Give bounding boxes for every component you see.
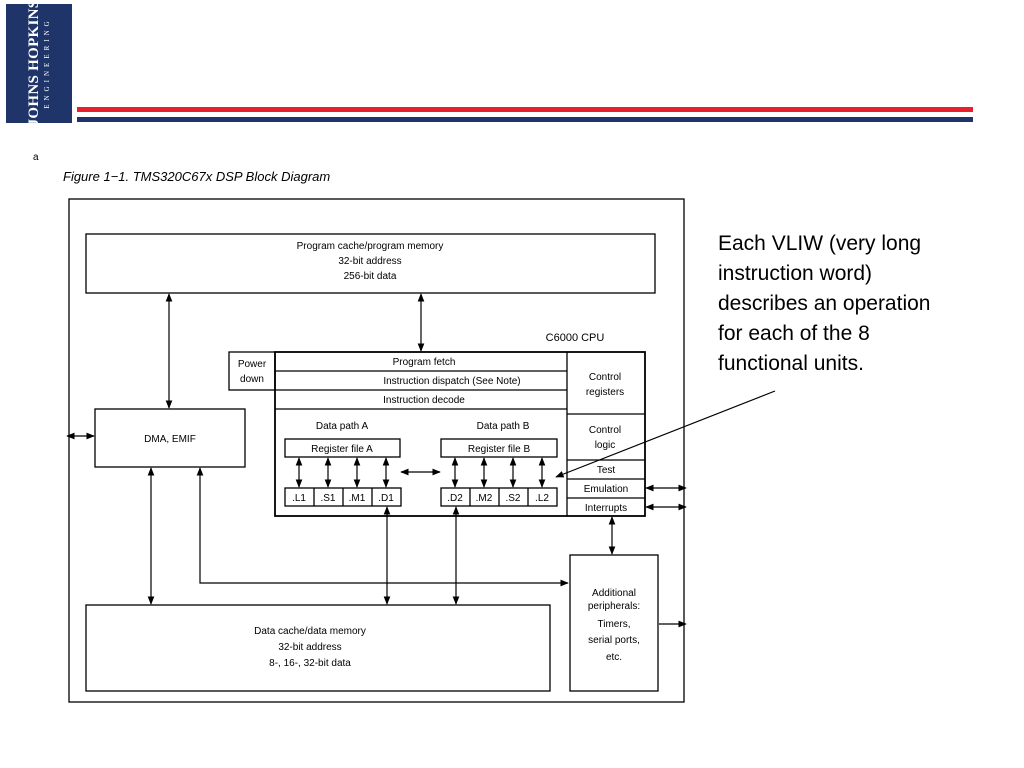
test-label: Test	[597, 465, 616, 476]
control-logic-line-2: logic	[595, 440, 616, 451]
instruction-dispatch-label: Instruction dispatch (See Note)	[383, 376, 520, 387]
outer-frame	[68, 198, 685, 703]
data-path-b-label: Data path B	[477, 421, 530, 432]
dma-emif-label: DMA, EMIF	[144, 434, 196, 445]
data-path-a-label: Data path A	[316, 421, 369, 432]
register-file-a-box	[284, 438, 401, 458]
emulation-label: Emulation	[584, 484, 628, 495]
register-file-b-box	[440, 438, 558, 458]
annotation-text: Each VLIW (very long instruction word) d…	[718, 229, 1018, 379]
header-rule-red	[77, 107, 973, 112]
annotation-line-3: describes an operation	[718, 292, 931, 315]
program-memory-line-2: 32-bit address	[338, 256, 401, 267]
peripherals-box	[569, 554, 659, 692]
control-registers-line-1: Control	[589, 372, 621, 383]
unit-m2: .M2	[476, 493, 493, 504]
marker-glyph: a	[33, 152, 39, 163]
control-logic-line-1: Control	[589, 425, 621, 436]
power-down-line-2: down	[240, 374, 264, 385]
data-memory-line-2: 32-bit address	[278, 642, 341, 653]
peripherals-line-2: peripherals:	[588, 601, 640, 612]
unit-d1: .D1	[378, 493, 394, 504]
data-memory-line-1: Data cache/data memory	[254, 626, 366, 637]
program-memory-line-1: Program cache/program memory	[297, 241, 444, 252]
program-memory-line-3: 256-bit data	[344, 271, 397, 282]
register-file-b-label: Register file B	[468, 444, 531, 455]
annotation-line-1: Each VLIW (very long	[718, 232, 922, 255]
data-memory-box	[85, 604, 551, 692]
power-down-line-1: Power	[238, 359, 267, 370]
unit-l2: .L2	[535, 493, 549, 504]
header-rule-blue	[77, 117, 973, 122]
peripherals-line-5: etc.	[606, 652, 622, 663]
unit-m1: .M1	[349, 493, 366, 504]
interrupts-label: Interrupts	[585, 503, 627, 514]
unit-d2: .D2	[447, 493, 463, 504]
johns-hopkins-logo: JOHNS HOPKINS ENGINEERING	[6, 0, 72, 126]
cpu-label: C6000 CPU	[546, 332, 605, 344]
data-memory-line-3: 8-, 16-, 32-bit data	[269, 658, 351, 669]
annotation-line-5: functional units.	[718, 352, 864, 375]
dma-emif-box	[94, 408, 246, 468]
annotation-pointer	[555, 390, 776, 478]
peripherals-line-3: Timers,	[598, 619, 631, 630]
control-registers-line-2: registers	[586, 387, 624, 398]
unit-l1: .L1	[292, 493, 306, 504]
peripherals-line-1: Additional	[592, 588, 636, 599]
unit-s2: .S2	[505, 493, 520, 504]
instruction-decode-label: Instruction decode	[383, 395, 465, 406]
register-file-a-label: Register file A	[311, 444, 373, 455]
figure-title: Figure 1−1. TMS320C67x DSP Block Diagram	[63, 169, 331, 184]
annotation-line-4: for each of the 8	[718, 322, 870, 345]
program-memory-box	[85, 233, 656, 294]
program-fetch-label: Program fetch	[393, 357, 456, 368]
peripherals-line-4: serial ports,	[588, 635, 640, 646]
annotation-line-2: instruction word)	[718, 262, 873, 285]
unit-s1: .S1	[320, 493, 335, 504]
